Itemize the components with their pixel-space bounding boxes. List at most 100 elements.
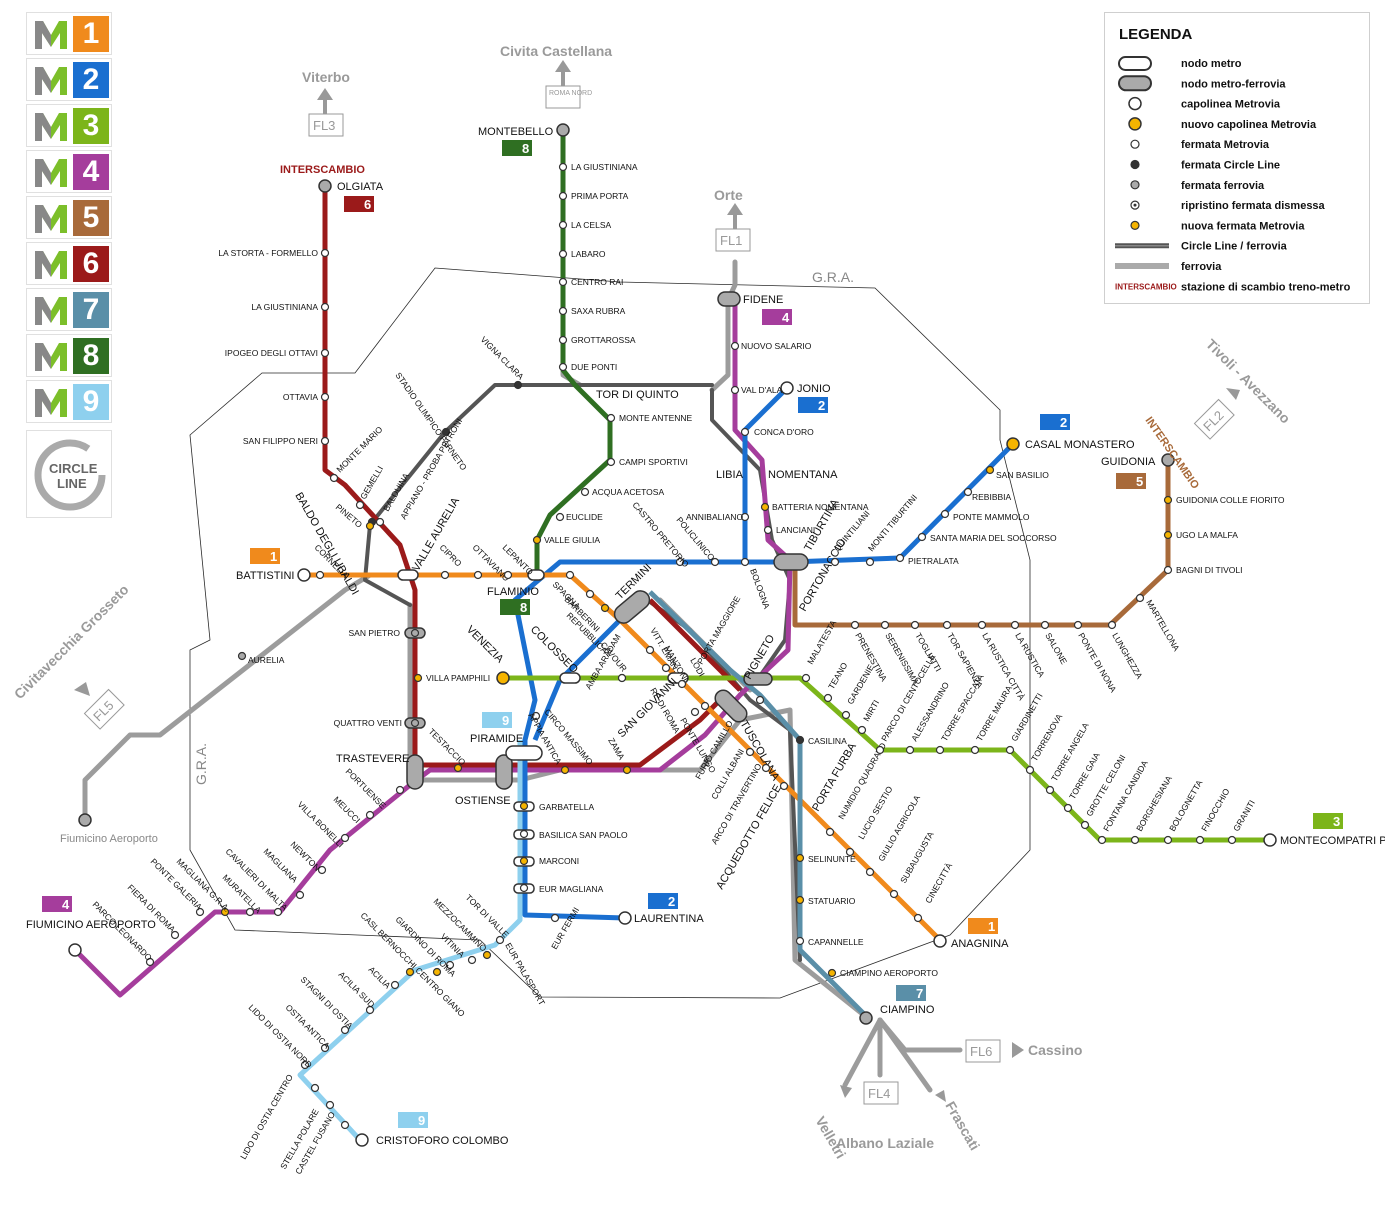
station-dot bbox=[845, 847, 855, 857]
station-label: SAN FILIPPO NERI bbox=[243, 436, 318, 446]
station-dot bbox=[445, 960, 455, 970]
map-badge-2a: 2 bbox=[818, 398, 825, 413]
station-label: PONTE DI NONA bbox=[1076, 631, 1118, 694]
dest-civitavecchia: Civitavecchia Grosseto bbox=[11, 581, 132, 702]
station-label: MARTELLONA bbox=[1144, 598, 1182, 653]
legend-item: nodo metro bbox=[1118, 56, 1242, 71]
station: EUR MAGLIANA bbox=[519, 883, 604, 894]
station: CENTRO RAI bbox=[558, 277, 623, 287]
station-dot bbox=[558, 191, 568, 201]
station: CAPANNELLE bbox=[795, 936, 864, 947]
legend-label: fermata Circle Line bbox=[1181, 160, 1280, 172]
station-dot bbox=[827, 968, 837, 978]
label-guidonia: GUIDONIA bbox=[1101, 456, 1156, 468]
station: QUATTRO VENTI bbox=[334, 718, 420, 728]
station-dot bbox=[730, 385, 740, 395]
station-dot bbox=[467, 955, 477, 965]
station-dot bbox=[1025, 765, 1035, 775]
map-badge-3: 3 bbox=[1333, 814, 1340, 829]
station: PARCO LEONARDO bbox=[91, 899, 154, 967]
interchange-nodes bbox=[397, 291, 809, 894]
station-dot bbox=[329, 473, 339, 483]
line-1 bbox=[305, 572, 942, 942]
legend-item: fermata Metrovia bbox=[1130, 139, 1270, 151]
station-label: LA STORTA - FORMELLO bbox=[218, 248, 318, 258]
station-dot bbox=[410, 718, 420, 728]
station-dot bbox=[558, 277, 568, 287]
station: EUR FERMI bbox=[549, 906, 581, 951]
dest-cassino: Cassino bbox=[1028, 1042, 1082, 1058]
station-dot bbox=[580, 487, 590, 497]
fl1-code: FL1 bbox=[720, 233, 742, 248]
station-dot bbox=[761, 763, 771, 773]
label-libia: LIBIA bbox=[716, 469, 744, 481]
station-dot bbox=[550, 913, 560, 923]
station-label: EUCLIDE bbox=[566, 512, 603, 522]
label-nomentana: NOMENTANA bbox=[768, 469, 838, 481]
label-cristoforo-colombo: CRISTOFORO COLOMBO bbox=[376, 1135, 509, 1147]
interscambio-olgiata: INTERSCAMBIO bbox=[280, 164, 365, 176]
line-number: 9 bbox=[73, 384, 109, 420]
station-dot bbox=[795, 936, 805, 946]
station-dot bbox=[755, 695, 765, 705]
metrovia-m-icon bbox=[35, 297, 67, 325]
station: STATUARIO bbox=[795, 895, 856, 906]
station-label: GROTTAROSSA bbox=[571, 335, 636, 345]
station-dot bbox=[875, 745, 885, 755]
station-dot bbox=[677, 679, 687, 689]
legend-label: ferrovia bbox=[1181, 261, 1222, 273]
station-dot bbox=[1135, 593, 1145, 603]
label-acquedotto: ACQUEDOTTO FELICE bbox=[714, 782, 784, 891]
station: LA RUSTICA bbox=[1010, 620, 1047, 679]
station-label: SANTA MARIA DEL SOCCORSO bbox=[930, 533, 1057, 543]
station-dot bbox=[390, 980, 400, 990]
station-dot bbox=[320, 392, 330, 402]
station: IPOGEO DEGLI OTTAVI bbox=[225, 348, 330, 358]
legend-item: fermata ferrovia bbox=[1130, 180, 1265, 192]
station: TEANO bbox=[823, 660, 850, 703]
label-montebello: MONTEBELLO bbox=[478, 126, 554, 138]
line-badge-5: 5 bbox=[26, 196, 112, 239]
station-dot bbox=[565, 570, 575, 580]
station-label: ACILIA bbox=[367, 964, 393, 990]
station-dot bbox=[558, 220, 568, 230]
station-dot bbox=[745, 747, 755, 757]
station: GROTTAROSSA bbox=[558, 335, 636, 345]
station-label: GIARDINETTI bbox=[1009, 691, 1045, 743]
station-dot bbox=[710, 557, 720, 567]
station-dot bbox=[355, 500, 365, 510]
gra-label-2: G.R.A. bbox=[193, 743, 209, 785]
station: MONTI TIBURTINI bbox=[866, 492, 919, 567]
station: LABARO bbox=[558, 249, 606, 259]
gra-ring bbox=[189, 267, 1031, 999]
station-label: LABARO bbox=[571, 249, 606, 259]
station: BOLOGNA bbox=[740, 557, 772, 610]
station-label: MARCONI bbox=[539, 856, 579, 866]
station-dot bbox=[473, 570, 483, 580]
station-label: LUCIO SESTIO bbox=[856, 784, 895, 841]
station-dot bbox=[560, 765, 570, 775]
dest-orte: Orte bbox=[714, 187, 743, 203]
station-label: LANCIANI bbox=[776, 525, 815, 535]
station-dot bbox=[295, 890, 305, 900]
legend-label: ripristino fermata dismessa bbox=[1181, 200, 1326, 212]
station: SAN FILIPPO NERI bbox=[243, 436, 330, 446]
station-dot bbox=[519, 883, 529, 893]
station-dot bbox=[320, 248, 330, 258]
station: ACILIA bbox=[367, 964, 400, 991]
legend-item: capolinea Metrovia bbox=[1128, 96, 1281, 111]
station: LANCIANI bbox=[763, 525, 815, 535]
fl4-code: FL4 bbox=[868, 1086, 890, 1101]
station-label: VAL D'ALA bbox=[741, 385, 783, 395]
legend-label: fermata Metrovia bbox=[1181, 139, 1270, 151]
dest-viterbo: Viterbo bbox=[302, 69, 350, 85]
station-dot bbox=[320, 436, 330, 446]
station-dot bbox=[622, 765, 632, 775]
station-dot bbox=[865, 867, 875, 877]
station-dot bbox=[889, 889, 899, 899]
station-label: TORRE MAURA bbox=[974, 683, 1014, 743]
legend-item: nuova fermata Metrovia bbox=[1130, 220, 1305, 232]
dest-civita-castellana: Civita Castellana bbox=[500, 43, 612, 59]
